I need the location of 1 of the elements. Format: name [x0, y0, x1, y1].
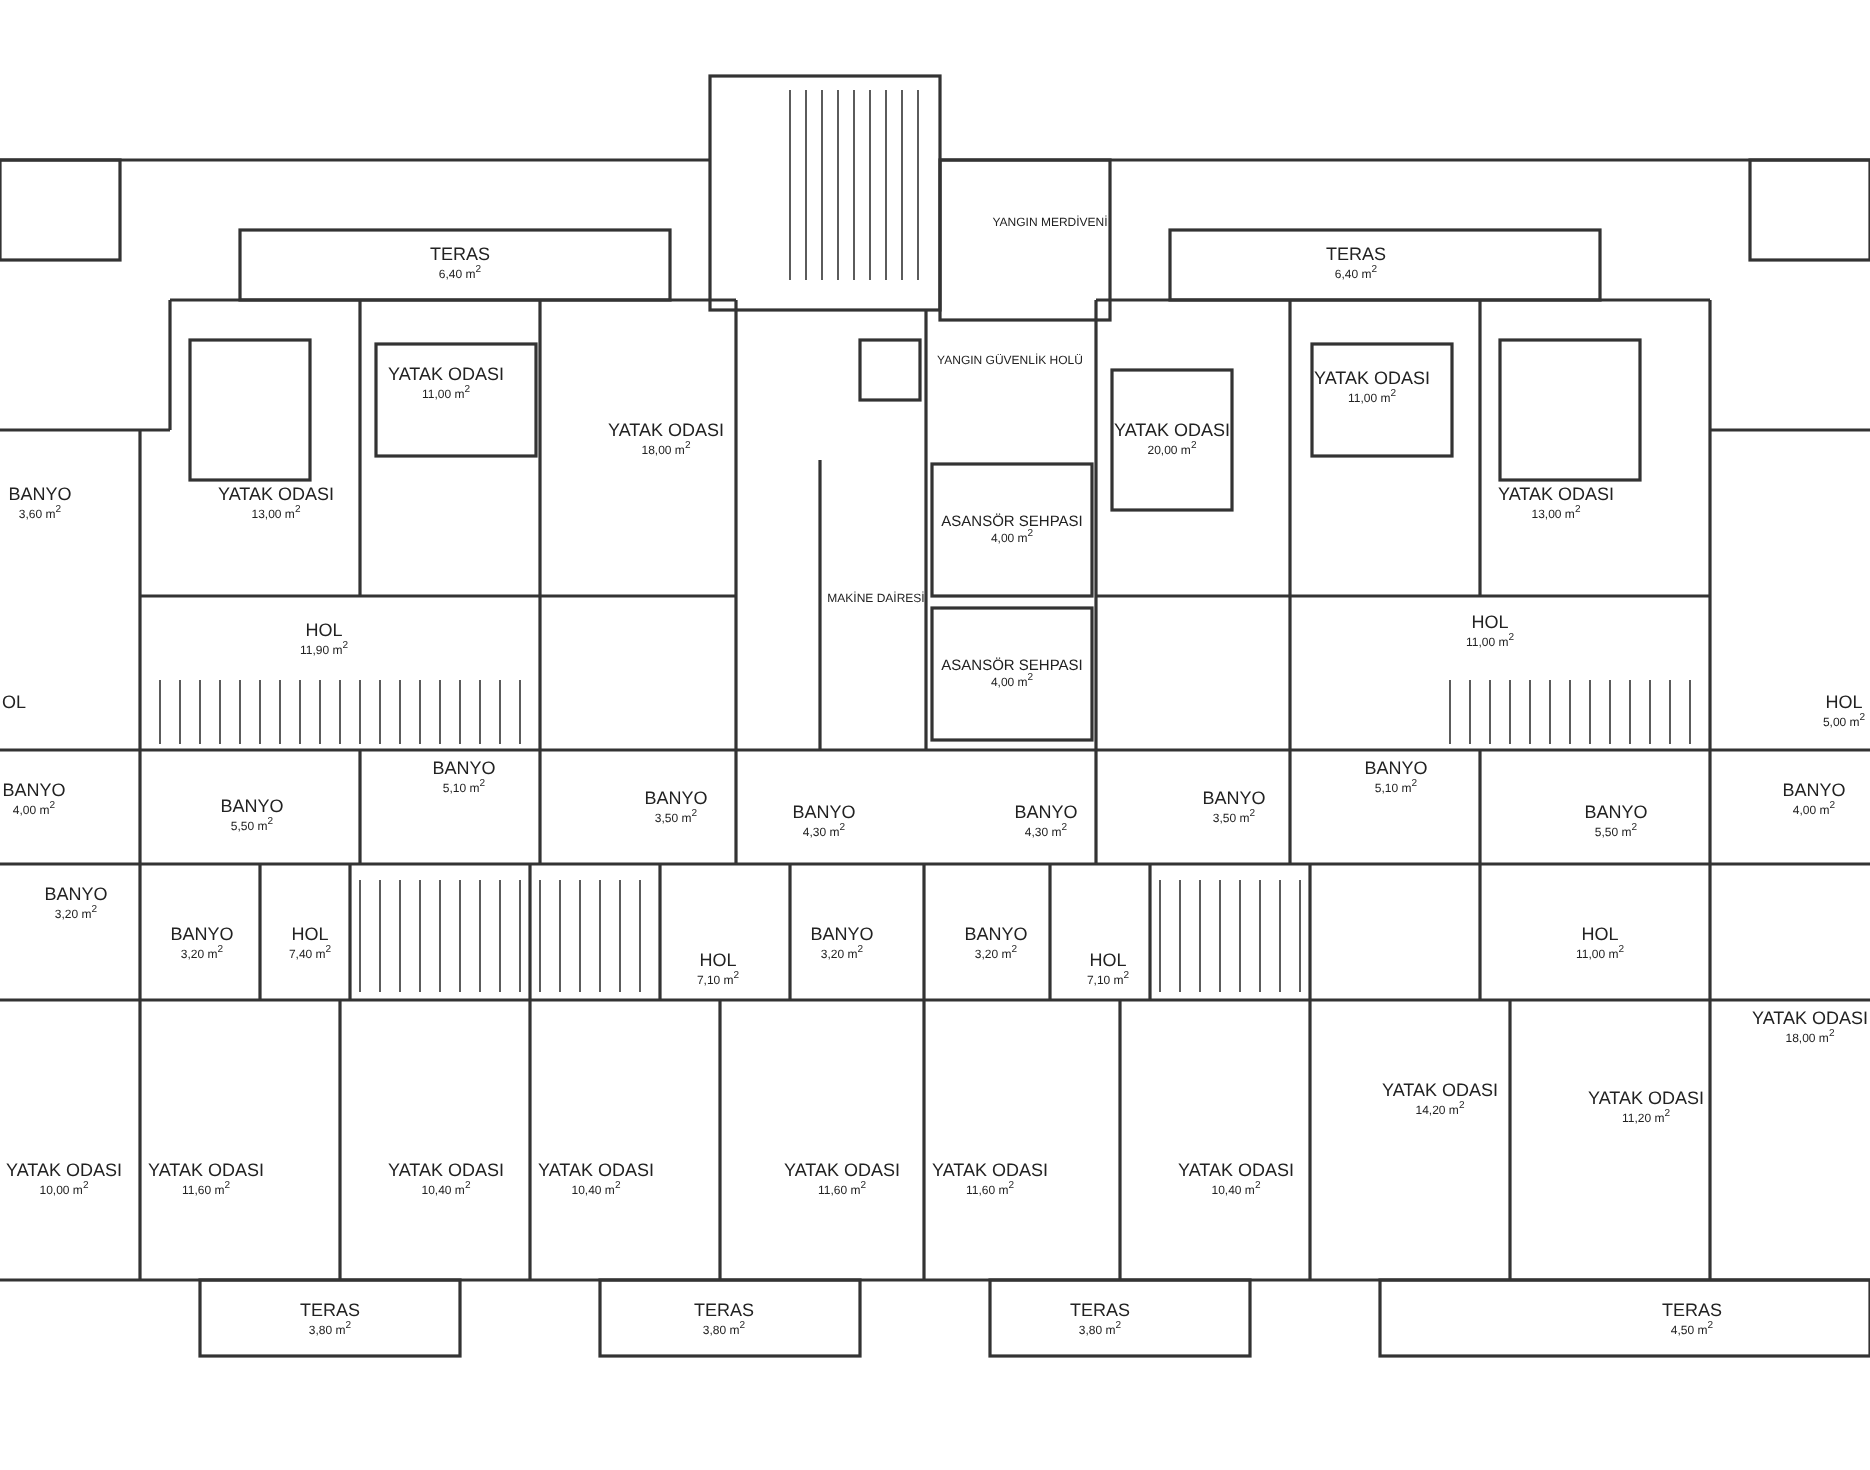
room-label: OL: [2, 694, 27, 714]
